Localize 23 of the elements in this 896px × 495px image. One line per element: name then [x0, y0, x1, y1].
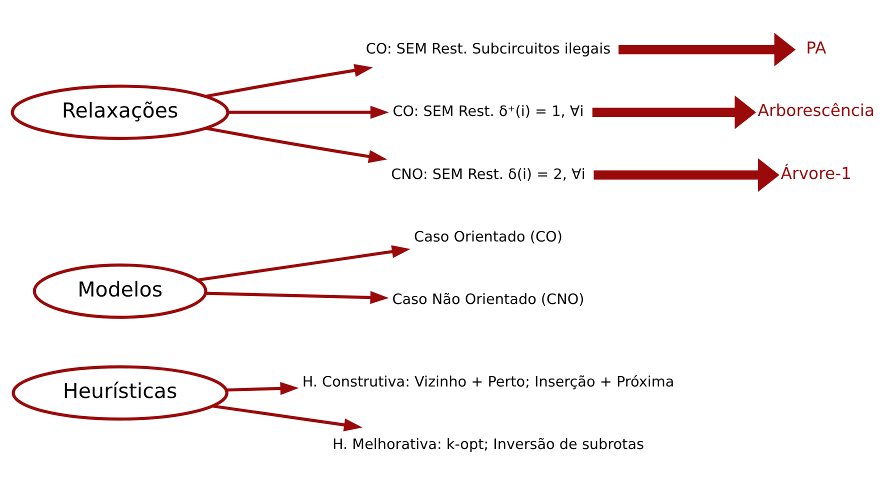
node-text: Árvore-1 — [780, 164, 852, 183]
node-text: Caso Orientado (CO) — [414, 230, 562, 246]
arrow — [198, 245, 410, 282]
node-ellipse: Modelos — [32, 264, 208, 319]
node-text: H. Construtiva: Vizinho + Perto; Inserção + Próxima — [302, 374, 674, 390]
node-text: CO: SEM Rest. δ⁺(i) = 1, ∀i — [392, 104, 584, 120]
arrow — [228, 106, 389, 119]
arrow — [618, 32, 796, 66]
arrow — [592, 96, 756, 130]
arrow — [205, 64, 373, 98]
node-text: PA — [806, 38, 826, 58]
node-text: Caso Não Orientado (CNO) — [392, 292, 584, 308]
arrow — [206, 291, 389, 304]
node-ellipse: Heurísticas — [12, 365, 228, 421]
node-text: CO: SEM Rest. Subcircuitos ilegais — [366, 41, 611, 58]
node-text: H. Melhorativa: k-opt; Inversão de subrotas — [332, 437, 644, 454]
arrow — [212, 404, 363, 432]
node-text: Arborescência — [758, 101, 875, 120]
node-text: CNO: SEM Rest. δ(i) = 2, ∀i — [391, 166, 586, 183]
arrow — [594, 158, 780, 192]
arrow — [226, 382, 299, 395]
arrow — [205, 126, 388, 163]
node-ellipse: Relaxações — [10, 84, 230, 140]
